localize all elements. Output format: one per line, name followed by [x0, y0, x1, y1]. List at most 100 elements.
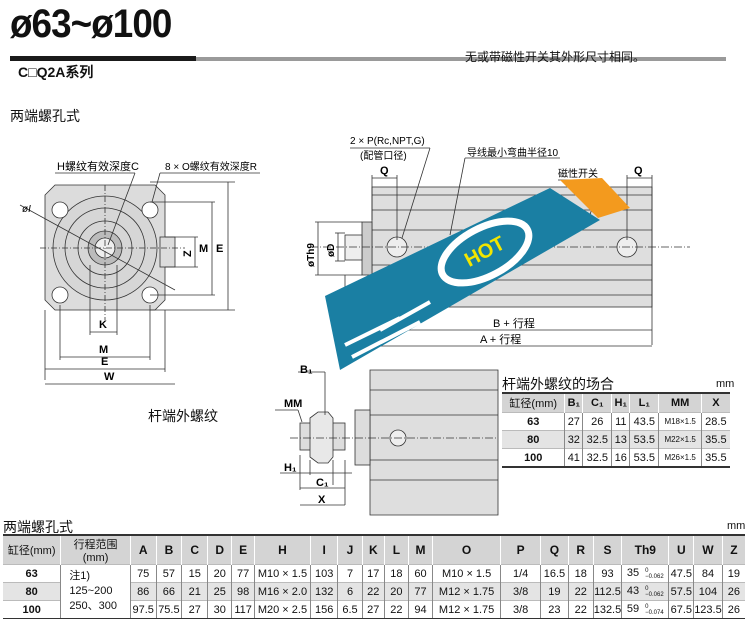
cell: 19: [540, 582, 569, 601]
col-header: O: [432, 535, 501, 565]
cell: 77: [407, 582, 433, 601]
th9-tolerance: 0−0.062: [645, 568, 664, 580]
dim-m: M: [99, 344, 108, 356]
rod-end-title: 杆端外螺纹: [148, 408, 218, 424]
section-title: 两端螺孔式: [10, 108, 80, 124]
main-table-title: 两端螺孔式: [3, 519, 73, 535]
cell: 53.5: [629, 430, 659, 449]
cell: 47.5: [668, 564, 694, 583]
switch-label: 磁性开关: [558, 167, 598, 180]
cell: 123.5: [693, 600, 723, 619]
cell: M22×1.5: [658, 430, 702, 449]
cell: 75.5: [155, 600, 182, 619]
th9-tolerance: 0−0.074: [645, 604, 664, 616]
cell: 27: [361, 600, 385, 619]
col-header: S: [592, 535, 622, 565]
cell: 41: [564, 448, 583, 467]
rod-end-drawing: MM B₁ H₁ C₁ X: [275, 364, 499, 516]
cell: 26: [582, 412, 612, 431]
col-header: L: [383, 535, 409, 565]
col-header: Q: [540, 535, 569, 565]
cell: 27: [181, 600, 208, 619]
cell: 6: [337, 582, 363, 601]
col-header: C: [181, 535, 208, 565]
cell: 6.5: [337, 600, 363, 619]
cell: 75: [129, 564, 157, 583]
cell: 132.5: [592, 600, 622, 619]
cell: 80: [502, 430, 565, 449]
tolerance-upper: 0: [645, 585, 649, 592]
switch-note: 无或带磁性开关其外形尺寸相同。: [465, 50, 646, 64]
cell: 66: [155, 582, 182, 601]
cell: 57: [155, 564, 182, 583]
cell: M18×1.5: [658, 412, 702, 431]
dim-a-stroke: A + 行程: [480, 333, 521, 346]
cell: 43.5: [629, 412, 659, 431]
dim-z: Z: [182, 250, 194, 257]
h-thread-label: H螺纹有效深度C: [57, 159, 139, 173]
cell: 22: [567, 582, 594, 601]
col-header: A: [129, 535, 157, 565]
col-header: R: [567, 535, 594, 565]
cell: 20: [207, 564, 232, 583]
dim-w: W: [104, 371, 115, 383]
title-underline: [10, 56, 196, 61]
cell: 22: [383, 600, 409, 619]
cell: 84: [693, 564, 723, 583]
cell: 3/8: [500, 600, 541, 619]
cell: 17: [361, 564, 385, 583]
cell: 18: [567, 564, 594, 583]
dim-b1: B₁: [300, 364, 313, 376]
cell: 30: [207, 600, 232, 619]
main-table-unit: mm: [727, 520, 746, 532]
tolerance-upper: 0: [645, 567, 649, 574]
cell: 86: [129, 582, 157, 601]
cell: M20 × 2.5: [253, 600, 311, 619]
cell: 22: [567, 600, 594, 619]
dim-e: E: [101, 356, 108, 368]
cell: 27: [564, 412, 583, 431]
cell: M10 × 1.5: [432, 564, 501, 583]
col-mm: MM: [658, 393, 702, 413]
cell: 1/4: [500, 564, 541, 583]
dim-i: øI: [22, 204, 31, 215]
cell: 57.5: [668, 582, 694, 601]
front-view-drawing: H螺纹有效深度C 8 × O螺纹有效深度R øI Z M E K M E W: [19, 159, 260, 385]
col-header: Z: [721, 535, 745, 565]
cell: 20: [383, 582, 409, 601]
cell: 11: [611, 412, 630, 431]
col-header: H: [253, 535, 311, 565]
port-sublabel: (配管口径): [360, 149, 407, 162]
dim-k: K: [99, 319, 107, 331]
cell: 156: [310, 600, 338, 619]
cell: 16.5: [540, 564, 569, 583]
cell: 35.5: [700, 448, 730, 467]
cell: 18: [383, 564, 409, 583]
tolerance-lower: −0.062: [645, 591, 664, 598]
stroke-line: 125~200: [69, 585, 113, 597]
cell: M16 × 2.0: [253, 582, 311, 601]
col-header: 行程范围(mm): [60, 535, 131, 565]
cell: 94: [407, 600, 433, 619]
cell: 77: [231, 564, 255, 583]
col-header: 缸径(mm): [3, 535, 61, 565]
cell: 103: [310, 564, 338, 583]
cell: 35.5: [700, 430, 730, 449]
dim-d: øD: [326, 244, 337, 257]
cell: 100: [3, 600, 61, 619]
dim-b-stroke: B + 行程: [493, 317, 535, 330]
cell: 16: [611, 448, 630, 467]
dim-h1: H₁: [284, 462, 297, 474]
col-header: J: [337, 535, 363, 565]
cell: 7: [337, 564, 363, 583]
cell: 15: [181, 564, 208, 583]
cell: 21: [181, 582, 208, 601]
cell: 53.5: [629, 448, 659, 467]
